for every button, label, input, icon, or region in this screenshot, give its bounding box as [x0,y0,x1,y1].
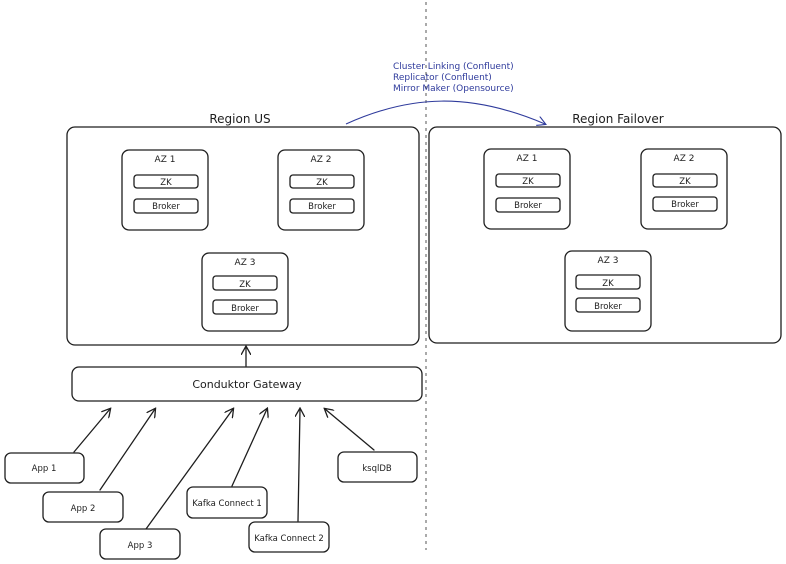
client-label: App 2 [71,504,96,514]
zk-label: ZK [316,178,328,188]
client-label: Kafka Connect 2 [254,534,324,544]
gateway-box [71,366,423,402]
app1-arrow [73,409,110,453]
az-label: AZ 3 [235,258,256,268]
replication-annotation: Cluster Linking (Confluent) Replicator (… [345,62,545,124]
failover-az-2: AZ 2 ZK Broker [640,148,728,230]
app3-arrow [145,409,233,530]
broker-label: Broker [308,202,336,212]
zk-label: ZK [522,177,534,187]
region-us-title: Region US [209,112,270,126]
client-kafka-connect-2: Kafka Connect 2 [248,521,330,553]
az-label: AZ 3 [598,256,619,266]
client-box [337,451,418,483]
az-label: AZ 2 [674,154,695,164]
kafka-connect-1-arrow [231,409,267,487]
az-label: AZ 1 [155,155,176,165]
az-label: AZ 1 [517,154,538,164]
broker-node [495,197,561,213]
client-box [4,452,85,484]
region-failover-title: Region Failover [572,112,664,126]
region-failover: Region Failover AZ 1 ZK Broker AZ 2 ZK B… [428,112,782,344]
conduktor-gateway: Conduktor Gateway [71,366,423,402]
client-ksqldb: ksqlDB [337,451,418,483]
broker-node [652,196,718,212]
zk-node [289,174,355,189]
app2-arrow [99,409,155,491]
zk-node [133,174,199,189]
us-az-2: AZ 2 ZK Broker [277,149,365,231]
broker-label: Broker [594,302,622,312]
annotation-line-1: Cluster Linking (Confluent) [393,62,514,72]
zk-label: ZK [239,280,251,290]
client-app-3: App 3 [99,528,181,560]
failover-az-3: AZ 3 ZK Broker [564,250,652,332]
broker-node [575,297,641,313]
us-az-3: AZ 3 ZK Broker [201,252,289,332]
client-label: App 1 [32,464,57,474]
zk-node [652,173,718,188]
broker-label: Broker [514,201,542,211]
broker-label: Broker [671,200,699,210]
az-label: AZ 2 [311,155,332,165]
client-label: Kafka Connect 1 [192,499,262,509]
zk-label: ZK [679,177,691,187]
gateway-label: Conduktor Gateway [192,378,302,391]
broker-label: Broker [231,304,259,314]
ksqldb-arrow [325,409,375,451]
zk-node [495,173,561,188]
broker-node [133,198,199,214]
client-kafka-connect-1: Kafka Connect 1 [186,486,268,519]
client-box [248,521,330,553]
annotation-line-3: Mirror Maker (Opensource) [393,84,514,94]
failover-az-1: AZ 1 ZK Broker [483,148,571,230]
zk-node [575,274,641,290]
zk-node [212,275,278,291]
client-label: App 3 [128,541,153,551]
client-box [186,486,268,519]
broker-label: Broker [152,202,180,212]
client-app-1: App 1 [4,452,85,484]
client-box [42,491,124,523]
region-us: Region US AZ 1 ZK Broker AZ 2 ZK Broker … [66,112,420,346]
client-label: ksqlDB [362,464,392,474]
client-box [99,528,181,560]
replication-arrow [345,100,545,124]
client-app-2: App 2 [42,491,124,523]
annotation-line-2: Replicator (Confluent) [393,73,492,83]
zk-label: ZK [602,279,614,289]
kafka-connect-2-arrow [298,409,300,522]
zk-label: ZK [160,178,172,188]
broker-node [212,299,278,315]
us-az-1: AZ 1 ZK Broker [121,149,209,231]
broker-node [289,198,355,214]
